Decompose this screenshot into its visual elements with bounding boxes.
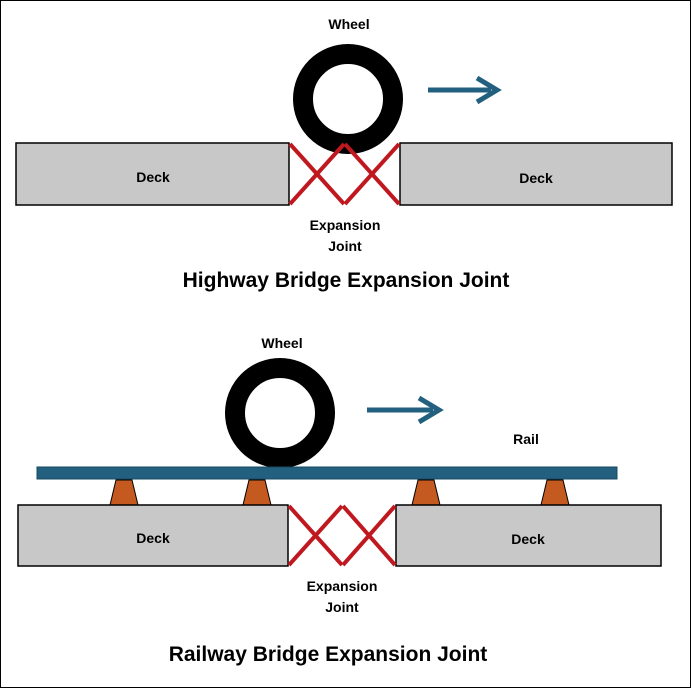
railway-joint-label-line2: Joint [325,599,359,615]
highway-title: Highway Bridge Expansion Joint [183,269,510,292]
highway-wheel-icon [293,44,403,154]
railway-deck-left-label: Deck [136,530,170,546]
highway-direction-arrow-icon [428,75,502,105]
railway-direction-arrow-icon [367,395,444,425]
highway-section: Wheel Deck Deck Expansion Joint Highway … [15,16,673,292]
railway-rail-pads [109,479,570,506]
highway-deck-left-label: Deck [136,169,170,185]
rail-pad-2 [242,479,272,506]
rail-pad-1 [109,479,139,506]
railway-rail-label: Rail [513,431,539,447]
railway-wheel-icon [225,358,335,468]
railway-wheel-label: Wheel [261,335,302,351]
highway-deck-right [399,142,673,206]
railway-rail [36,466,618,480]
rail-pad-4 [540,479,570,506]
railway-deck-right-label: Deck [511,531,545,547]
railway-joint-label-line1: Expansion [307,578,378,594]
railway-deck-right [395,504,662,567]
highway-deck-right-label: Deck [519,170,553,186]
railway-title: Railway Bridge Expansion Joint [169,643,488,666]
highway-wheel-label: Wheel [328,16,369,32]
railway-expansion-joint-icon [287,504,397,567]
rail-pad-3 [411,479,441,506]
highway-deck-left [15,142,290,206]
highway-expansion-joint-icon [288,142,401,206]
railway-deck-left [17,504,289,567]
railway-section: Wheel Rail Deck Deck Expansion Joint Rai… [17,335,662,666]
highway-joint-label-line2: Joint [328,238,362,254]
highway-joint-label-line1: Expansion [310,217,381,233]
